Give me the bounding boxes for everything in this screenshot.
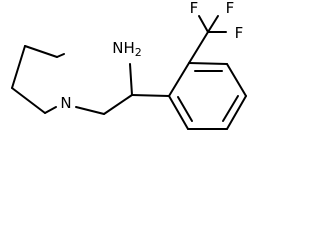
bond-ring-n-c2 (56, 53, 65, 58)
structure-diagram: N NH2 F F F (11, 0, 247, 130)
bond-benzene-double-b (222, 95, 239, 122)
atom-label-fluorine-top-left: F (190, 0, 199, 17)
bond-benzene-double-c (177, 96, 193, 122)
atom-label-amine: NH2 (112, 39, 142, 59)
bond-benzene-1 (168, 62, 190, 97)
bond-ring-n-c5 (44, 106, 57, 114)
atom-label-ring-nitrogen: N (60, 94, 71, 112)
bond-ring-c4-n (11, 87, 46, 114)
bond-benzene-2 (188, 62, 228, 65)
bond-ring-c2-c3 (11, 45, 26, 89)
atom-label-fluorine-right: F (235, 24, 244, 42)
bond-benzene-3 (226, 63, 247, 97)
bond-benzene-6 (168, 95, 189, 130)
bond-cf3-f-top-left (198, 15, 209, 33)
bond-ring-c3-c4 (24, 45, 58, 58)
pyrrolidine-ring (11, 45, 65, 114)
bond-n-ch2 (75, 106, 105, 115)
bond-cf3-f-top-right (207, 15, 219, 33)
benzene-ring (168, 62, 247, 130)
atom-label-fluorine-top-right: F (226, 0, 235, 17)
bond-ring-cf3 (188, 31, 209, 64)
bond-ch2-ch (103, 94, 133, 115)
bond-benzene-4 (226, 95, 247, 130)
bond-ch-ring (131, 94, 170, 97)
bond-ch-amine (129, 63, 133, 96)
